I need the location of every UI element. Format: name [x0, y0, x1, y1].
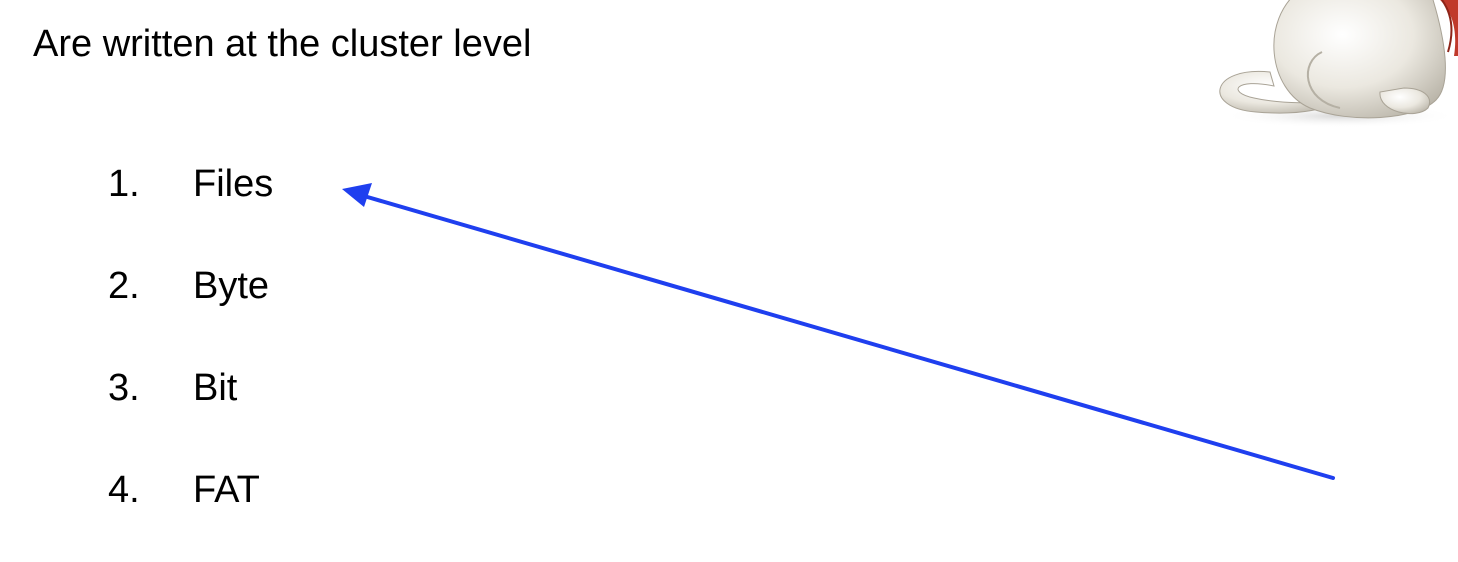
option-label: Bit: [193, 366, 238, 409]
option-number: 3.: [108, 366, 140, 409]
answer-option-2[interactable]: 2. Byte: [108, 256, 273, 316]
option-label: Files: [193, 162, 274, 205]
answer-options-list: 1. Files 2. Byte 3. Bit 4. FAT: [108, 154, 273, 562]
answer-option-4[interactable]: 4. FAT: [108, 460, 273, 520]
answer-option-1[interactable]: 1. Files: [108, 154, 273, 214]
option-number: 2.: [108, 264, 140, 307]
option-number: 4.: [108, 468, 140, 511]
answer-option-3[interactable]: 3. Bit: [108, 358, 273, 418]
question-text: Are written at the cluster level: [33, 23, 532, 65]
option-label: Byte: [193, 264, 270, 307]
option-label: FAT: [193, 468, 260, 511]
option-number: 1.: [108, 162, 140, 205]
cartoon-cat-icon: [1219, 0, 1458, 128]
